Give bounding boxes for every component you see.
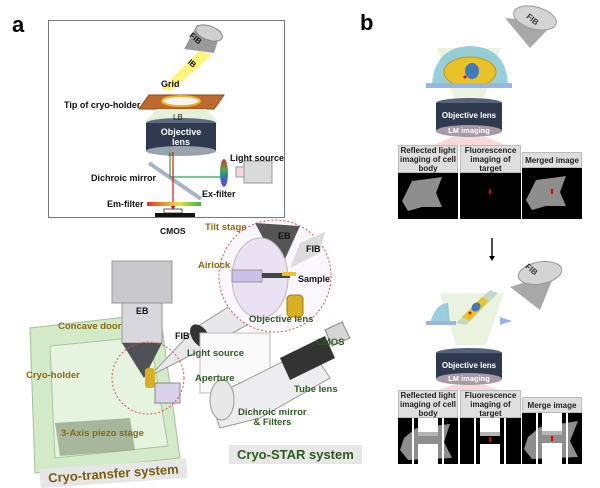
instrument-illustration: Tilt stage Airlock EB FIB Sample Objecti… (0, 218, 362, 488)
dichroic-mirror (147, 161, 203, 201)
grid-label: Grid (161, 79, 180, 89)
tilt-stage-label: Tilt stage (205, 222, 247, 233)
panel-b-bottom-scheme: FIB Objective lens LM imaging (380, 255, 600, 390)
fib-source-icon (510, 261, 563, 310)
reflected-light-image-bottom (398, 418, 458, 464)
reflected-light-image (398, 173, 458, 219)
cryo-holder-label: Cryo-holder (26, 370, 80, 381)
image-header-merge-bottom: Merge image (522, 397, 582, 413)
panel-b-top-scheme: FIB Objective lens LM imaging (380, 0, 600, 145)
cmos-label-main: CMOS (316, 337, 345, 348)
objective-lens-icon (436, 98, 502, 137)
piezo-stage-label: 3-Axis piezo stage (61, 428, 144, 439)
fib-inset-label: FIB (306, 244, 321, 254)
light-source-icon (235, 160, 273, 184)
panel-b-letter: b (360, 10, 374, 35)
fib-source-icon (184, 24, 223, 53)
fluorescent-target (468, 311, 472, 315)
dichroic-mirror-label: Dichroic mirror (91, 173, 157, 183)
em-filter (147, 202, 201, 206)
concave-door-label: Concave door (58, 321, 122, 332)
sample-label: Sample (298, 274, 331, 284)
down-arrow (488, 238, 496, 267)
eb-label: EB (136, 306, 149, 316)
objective-lens-icon (436, 348, 502, 385)
image-header-merged: Merged image (522, 152, 582, 168)
fluorescence-image (460, 173, 521, 219)
em-filter-label: Em-filter (107, 199, 144, 209)
optical-schematic: FIB IB Grid Tip of cryo-holder LB Object… (48, 20, 285, 236)
dichroic-filters-label-2: & Filters (253, 417, 292, 428)
lm-imaging-label-top: LM imaging (448, 126, 490, 135)
objective-lens-gold (286, 294, 304, 318)
tip-of-cryo-holder-label: Tip of cryo-holder (64, 100, 141, 110)
lb-label: LB (173, 113, 183, 122)
image-header-fluorescence-bottom: Fluorescence imaging of target (460, 390, 521, 418)
panel-a-letter: a (12, 12, 25, 37)
objective-lens-icon (146, 118, 216, 156)
electron-beam-column (111, 260, 173, 378)
merged-image (522, 168, 582, 219)
fib-source-icon (505, 5, 557, 48)
airlock-label: Airlock (198, 260, 231, 271)
lm-imaging-label-bottom: LM imaging (448, 374, 490, 383)
light-source-label-main: Light source (187, 348, 245, 359)
aperture-label: Aperture (195, 373, 235, 384)
dichroic-filters-label-1: Dichroic mirror (238, 407, 307, 418)
objective-lens-label-top: Objective lens (441, 111, 497, 120)
fluorescence-image-bottom (460, 418, 521, 464)
optical-train (199, 321, 351, 429)
tube-lens-label: Tube lens (294, 384, 338, 395)
nucleus (465, 63, 479, 79)
stage-inset-circle (111, 341, 185, 415)
objective-lens-label-2: lens (171, 137, 190, 147)
image-header-reflected: Reflected light imaging of cell body (398, 145, 458, 173)
fluorescent-target (463, 75, 467, 79)
nucleus (471, 302, 481, 312)
image-header-reflected-bottom: Reflected light imaging of cell body (398, 390, 458, 418)
grid-support (426, 83, 512, 88)
grid-icon (161, 95, 201, 107)
ex-filter-label: Ex-filter (202, 189, 236, 199)
eb-inset-label: EB (278, 231, 291, 241)
objective-lens-label-bottom: Objective lens (441, 361, 497, 370)
light-source-label: Light source (230, 153, 285, 163)
image-header-fluorescence: Fluorescence imaging of target (460, 145, 521, 173)
cmos-label: CMOS (160, 226, 186, 236)
objective-lens-label: Objective lens (249, 314, 314, 325)
cryo-star-system-label: Cryo-STAR system (229, 445, 362, 464)
objective-lens-label-1: Objective (160, 127, 202, 137)
cmos-camera-icon (155, 208, 195, 217)
fib-label-main: FIB (175, 331, 190, 341)
ex-filter (220, 159, 228, 187)
ion-beam (161, 51, 212, 91)
merged-image-bottom (522, 413, 582, 464)
